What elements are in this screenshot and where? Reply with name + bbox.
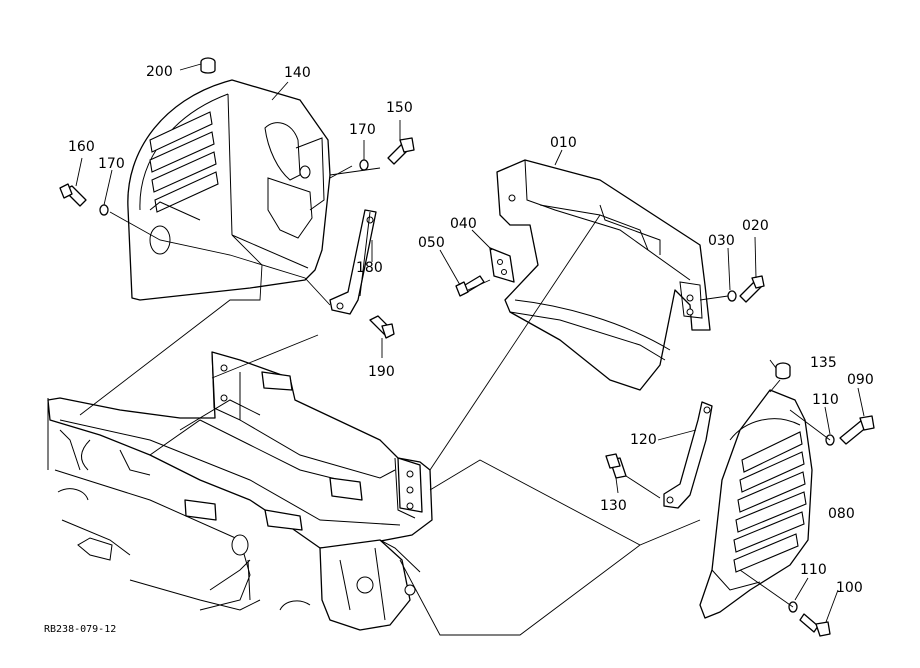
bolt-130-part [605,453,627,479]
washer-170-lower-part [99,204,109,216]
stay-180-part [329,209,377,315]
washer-170-upper-part [359,159,369,171]
callout-050: 050 [418,235,445,251]
stay-120-part [663,401,713,509]
bolt-020-part [739,275,765,303]
callout-labels: 200 140 150 170 160 170 010 040 050 180 … [44,64,874,635]
frame-part [47,351,433,549]
leader-lines [75,63,865,636]
bolt-160-part [59,183,87,207]
callout-170-lower: 170 [98,156,125,172]
callout-130: 130 [600,498,627,514]
callout-200: 200 [146,64,173,80]
callout-100: 100 [836,580,863,596]
callout-170-upper: 170 [349,122,376,138]
right-side-cover-part [699,389,813,619]
bolt-050-part [455,275,485,297]
cap-135-part [775,362,791,380]
front-cover-part [496,159,711,391]
drawing-number: RB238-079-12 [44,624,116,635]
callout-180: 180 [356,260,383,276]
callout-010: 010 [550,135,577,151]
callout-040: 040 [450,216,477,232]
frame-lower-part [279,539,421,631]
left-side-cover-part [127,79,331,301]
callout-190: 190 [368,364,395,380]
bolt-100-part [799,613,831,637]
callout-140: 140 [284,65,311,81]
callout-135: 135 [810,355,837,371]
callout-110-lower: 110 [800,562,827,578]
plate-040-part [489,247,515,283]
callout-080: 080 [828,506,855,522]
callout-150: 150 [386,100,413,116]
bolt-190-part [369,315,395,339]
cap-200-part [200,57,216,74]
callout-090: 090 [847,372,874,388]
callout-110-upper: 110 [812,392,839,408]
floor-structure-part [54,469,261,611]
bolt-090-part [839,415,875,445]
callout-020: 020 [742,218,769,234]
washer-030-part [727,290,737,302]
callout-030: 030 [708,233,735,249]
callout-160: 160 [68,139,95,155]
bolt-150-part [387,137,415,165]
callout-120: 120 [630,432,657,448]
